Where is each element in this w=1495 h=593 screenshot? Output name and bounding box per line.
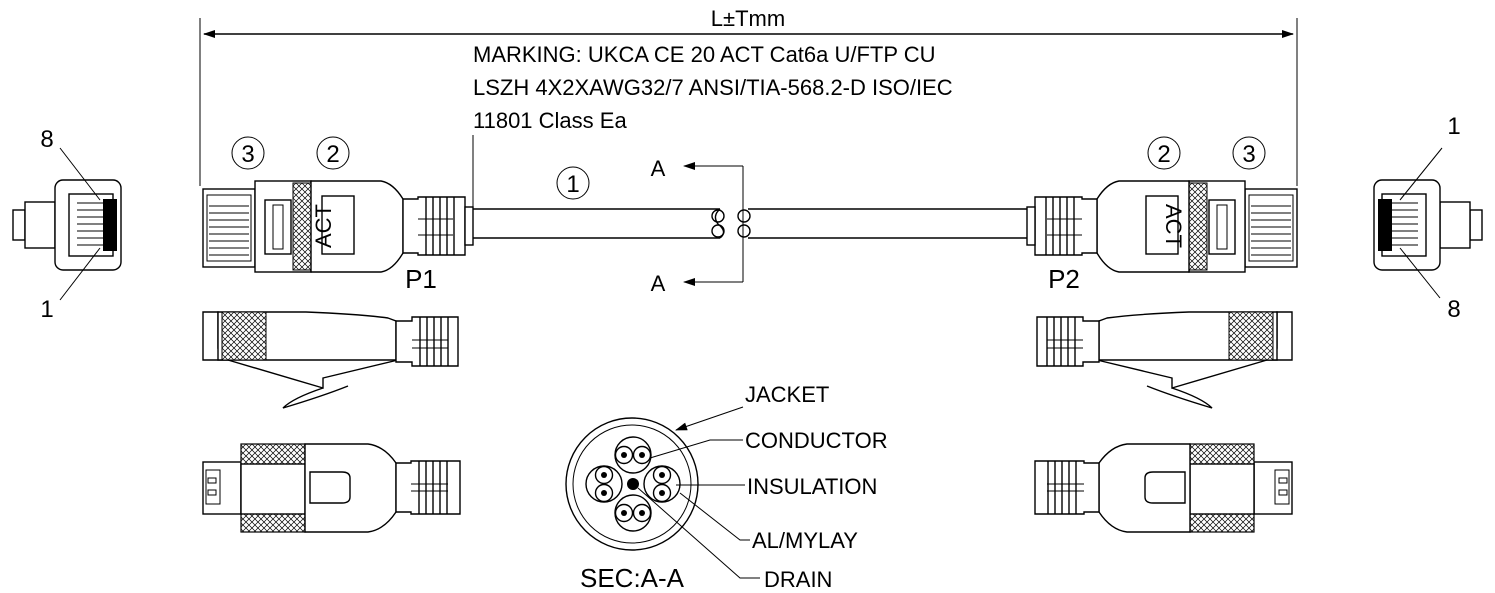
section-label-jacket: JACKET bbox=[745, 382, 829, 407]
callout-boot-left-label: 2 bbox=[326, 141, 339, 168]
leader-jacket bbox=[675, 406, 744, 431]
callout-plug-left: 3 bbox=[231, 136, 265, 170]
pin-leader-right-top bbox=[1399, 147, 1443, 201]
cable-cross-section bbox=[565, 417, 699, 551]
pair-bottom bbox=[614, 494, 652, 532]
plug-p1-top-view bbox=[202, 180, 474, 273]
callout-boot-left: 2 bbox=[316, 136, 350, 170]
callout-boot-right-label: 2 bbox=[1157, 141, 1170, 168]
plug-p1-bottom-view bbox=[202, 443, 461, 533]
plug-label-p2: P2 bbox=[1048, 264, 1080, 294]
leader-drain bbox=[637, 487, 760, 579]
section-label-insulation: INSULATION bbox=[747, 474, 877, 499]
plug-p2-bottom-view bbox=[1034, 443, 1293, 533]
callout-boot-right: 2 bbox=[1147, 136, 1181, 170]
callout-cable: 1 bbox=[556, 166, 590, 200]
plug-right-end-view bbox=[1373, 179, 1483, 271]
section-title: SEC:A-A bbox=[580, 563, 685, 593]
callout-plug-right-label: 3 bbox=[1242, 141, 1255, 168]
plug-label-p1: P1 bbox=[405, 264, 437, 294]
plug-p1-side-view bbox=[202, 311, 459, 409]
pin-leader-left-top bbox=[59, 147, 101, 201]
drain-wire bbox=[627, 478, 639, 490]
pin-leader-right-bottom bbox=[1399, 247, 1441, 299]
section-label-conductor: CONDUCTOR bbox=[745, 428, 888, 453]
pair-right bbox=[643, 465, 681, 503]
section-marker-top: A bbox=[651, 156, 666, 181]
marking-line-3: 11801 Class Ea bbox=[473, 108, 627, 133]
length-dimension-label: L±Tmm bbox=[711, 6, 785, 31]
marking-text: MARKING: UKCA CE 20 ACT Cat6a U/FTP CU L… bbox=[473, 42, 953, 133]
pin-label-right-top: 1 bbox=[1447, 113, 1460, 140]
pair-left bbox=[585, 465, 623, 503]
pin-label-left-bottom: 1 bbox=[40, 296, 53, 323]
section-marker-bottom: A bbox=[651, 271, 666, 296]
pin-label-right-bottom: 8 bbox=[1447, 296, 1460, 323]
section-label-al-mylay: AL/MYLAY bbox=[752, 528, 858, 553]
section-cut-line bbox=[683, 162, 744, 286]
leader-al-mylay bbox=[679, 492, 750, 541]
marking-line-1: MARKING: UKCA CE 20 ACT Cat6a U/FTP CU bbox=[473, 42, 936, 67]
section-label-drain: DRAIN bbox=[764, 567, 832, 592]
plug-left-end-view bbox=[12, 179, 122, 271]
marking-line-2: LSZH 4X2XAWG32/7 ANSI/TIA-568.2-D ISO/IE… bbox=[473, 75, 953, 100]
pair-top bbox=[614, 436, 652, 474]
pin-label-left-top: 8 bbox=[40, 126, 53, 153]
callout-cable-label: 1 bbox=[566, 171, 579, 198]
leader-conductor bbox=[649, 439, 743, 459]
boot-logo-right: ACT bbox=[1161, 204, 1186, 248]
cable bbox=[463, 208, 1034, 239]
plug-p2-side-view bbox=[1036, 311, 1293, 409]
boot-logo-left: ACT bbox=[311, 204, 336, 248]
callout-plug-right: 3 bbox=[1232, 136, 1266, 170]
callout-plug-left-label: 3 bbox=[241, 141, 254, 168]
pin-leader-left-bottom bbox=[59, 247, 101, 301]
